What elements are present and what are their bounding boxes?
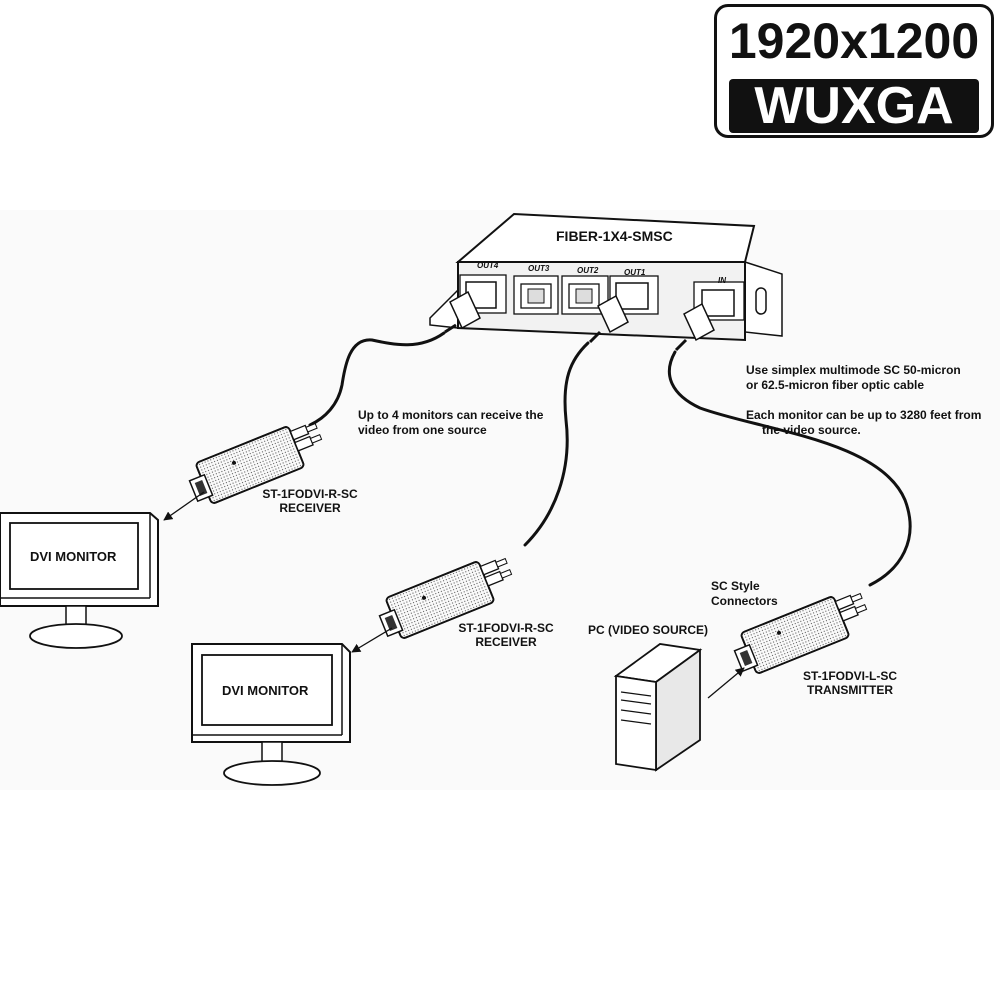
port-label-in: IN bbox=[718, 276, 726, 285]
monitor2-icon bbox=[191, 643, 351, 786]
receiver2-device bbox=[378, 557, 513, 639]
monitor1-icon bbox=[0, 512, 159, 649]
resolution-badge: 1920x1200 WUXGA bbox=[714, 4, 994, 138]
port-label-out2: OUT2 bbox=[577, 266, 599, 275]
arrow-receiver2-to-monitor2 bbox=[351, 627, 393, 653]
distance-note-line2: the video source. bbox=[762, 423, 861, 437]
sc-plug-out4 bbox=[444, 281, 497, 334]
port-label-out3: OUT3 bbox=[528, 264, 550, 273]
receiver1-model: ST-1FODVI-R-SC bbox=[262, 487, 358, 501]
monitor2-label: DVI MONITOR bbox=[222, 683, 309, 698]
monitor1-label: DVI MONITOR bbox=[30, 549, 117, 564]
fiber-cables bbox=[308, 331, 912, 587]
cable-out1-to-receiver2 bbox=[523, 341, 590, 547]
cable-out4-to-receiver1 bbox=[308, 331, 446, 427]
sc-plug-in bbox=[674, 289, 735, 352]
receiver2-role: RECEIVER bbox=[475, 635, 537, 649]
connectors-note-line1: SC Style bbox=[711, 579, 760, 593]
pc-tower-icon bbox=[613, 643, 703, 772]
resolution-text: 1920x1200 bbox=[728, 13, 980, 69]
pc-label: PC (VIDEO SOURCE) bbox=[588, 623, 709, 637]
splitter-title: FIBER-1X4-SMSC bbox=[556, 228, 673, 244]
resolution-name: WUXGA bbox=[729, 79, 979, 133]
receiver2-model: ST-1FODVI-R-SC bbox=[458, 621, 554, 635]
port-label-out1: OUT1 bbox=[624, 268, 646, 277]
monitors-note-line2: video from one source bbox=[358, 423, 487, 437]
splitter-unit bbox=[429, 212, 783, 352]
monitors-note-line1: Up to 4 monitors can receive the bbox=[358, 408, 544, 422]
receiver1-role: RECEIVER bbox=[279, 501, 341, 515]
distance-note-line1: Each monitor can be up to 3280 feet from bbox=[746, 408, 982, 422]
cable-note-line1: Use simplex multimode SC 50-micron bbox=[746, 363, 961, 377]
port-label-out4: OUT4 bbox=[477, 261, 499, 270]
sc-plug-out1 bbox=[588, 282, 649, 344]
signal-arrows bbox=[163, 491, 745, 699]
connectors-note-line2: Connectors bbox=[711, 594, 778, 608]
transmitter-model: ST-1FODVI-L-SC bbox=[802, 669, 897, 683]
cable-note-line2: or 62.5-micron fiber optic cable bbox=[746, 378, 925, 392]
receiver1-device bbox=[188, 422, 323, 504]
cable-in-to-transmitter bbox=[667, 350, 912, 587]
arrow-pc-to-transmitter bbox=[707, 667, 745, 699]
transmitter-role: TRANSMITTER bbox=[807, 683, 893, 697]
arrow-receiver1-to-monitor1 bbox=[163, 491, 205, 521]
transmitter-device bbox=[733, 592, 868, 674]
